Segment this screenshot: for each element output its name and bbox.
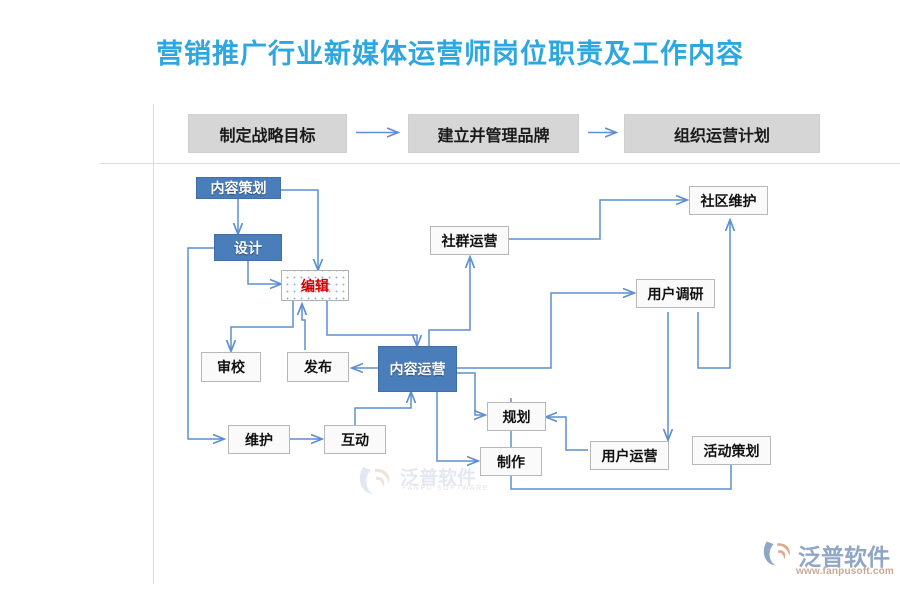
node-maintenance[interactable]: 维护	[228, 425, 290, 454]
fanpu-logo: 泛普软件 www.fanpusoft.com	[762, 538, 895, 582]
node-production[interactable]: 制作	[480, 447, 542, 476]
node-interaction[interactable]: 互动	[324, 425, 386, 454]
node-edit[interactable]: 编辑	[281, 270, 349, 301]
node-community-operation[interactable]: 社群运营	[430, 226, 509, 255]
node-planning[interactable]: 规划	[487, 402, 546, 431]
node-content-operation[interactable]: 内容运营	[378, 346, 457, 392]
center-watermark: 泛普软件 FANPU SOFTWARE	[358, 463, 498, 503]
header-step-2[interactable]: 建立并管理品牌	[408, 114, 579, 153]
layout-guide-vertical	[153, 104, 154, 584]
logo-url: www.fanpusoft.com	[796, 566, 895, 577]
logo-brand-name: 泛普软件	[798, 544, 890, 570]
node-content-planning[interactable]: 内容策划	[196, 177, 281, 199]
header-step-3[interactable]: 组织运营计划	[624, 114, 820, 153]
fanpu-logo-mark-icon	[359, 467, 390, 494]
node-event-planning[interactable]: 活动策划	[692, 436, 771, 465]
center-watermark-brand: 泛普软件	[400, 468, 477, 489]
node-user-operation[interactable]: 用户运营	[590, 441, 669, 470]
center-watermark-subtitle: FANPU SOFTWARE	[402, 485, 490, 492]
node-proofread[interactable]: 审校	[201, 352, 261, 382]
node-publish[interactable]: 发布	[287, 352, 349, 382]
fanpu-logo-mark-icon	[763, 541, 790, 566]
header-step-1[interactable]: 制定战略目标	[188, 114, 347, 153]
node-user-research[interactable]: 用户调研	[636, 279, 715, 308]
page-title: 营销推广行业新媒体运营师岗位职责及工作内容	[156, 39, 744, 69]
node-design[interactable]: 设计	[214, 234, 282, 261]
node-community-upkeep[interactable]: 社区维护	[689, 186, 768, 215]
layout-guide-horizontal	[100, 163, 900, 164]
